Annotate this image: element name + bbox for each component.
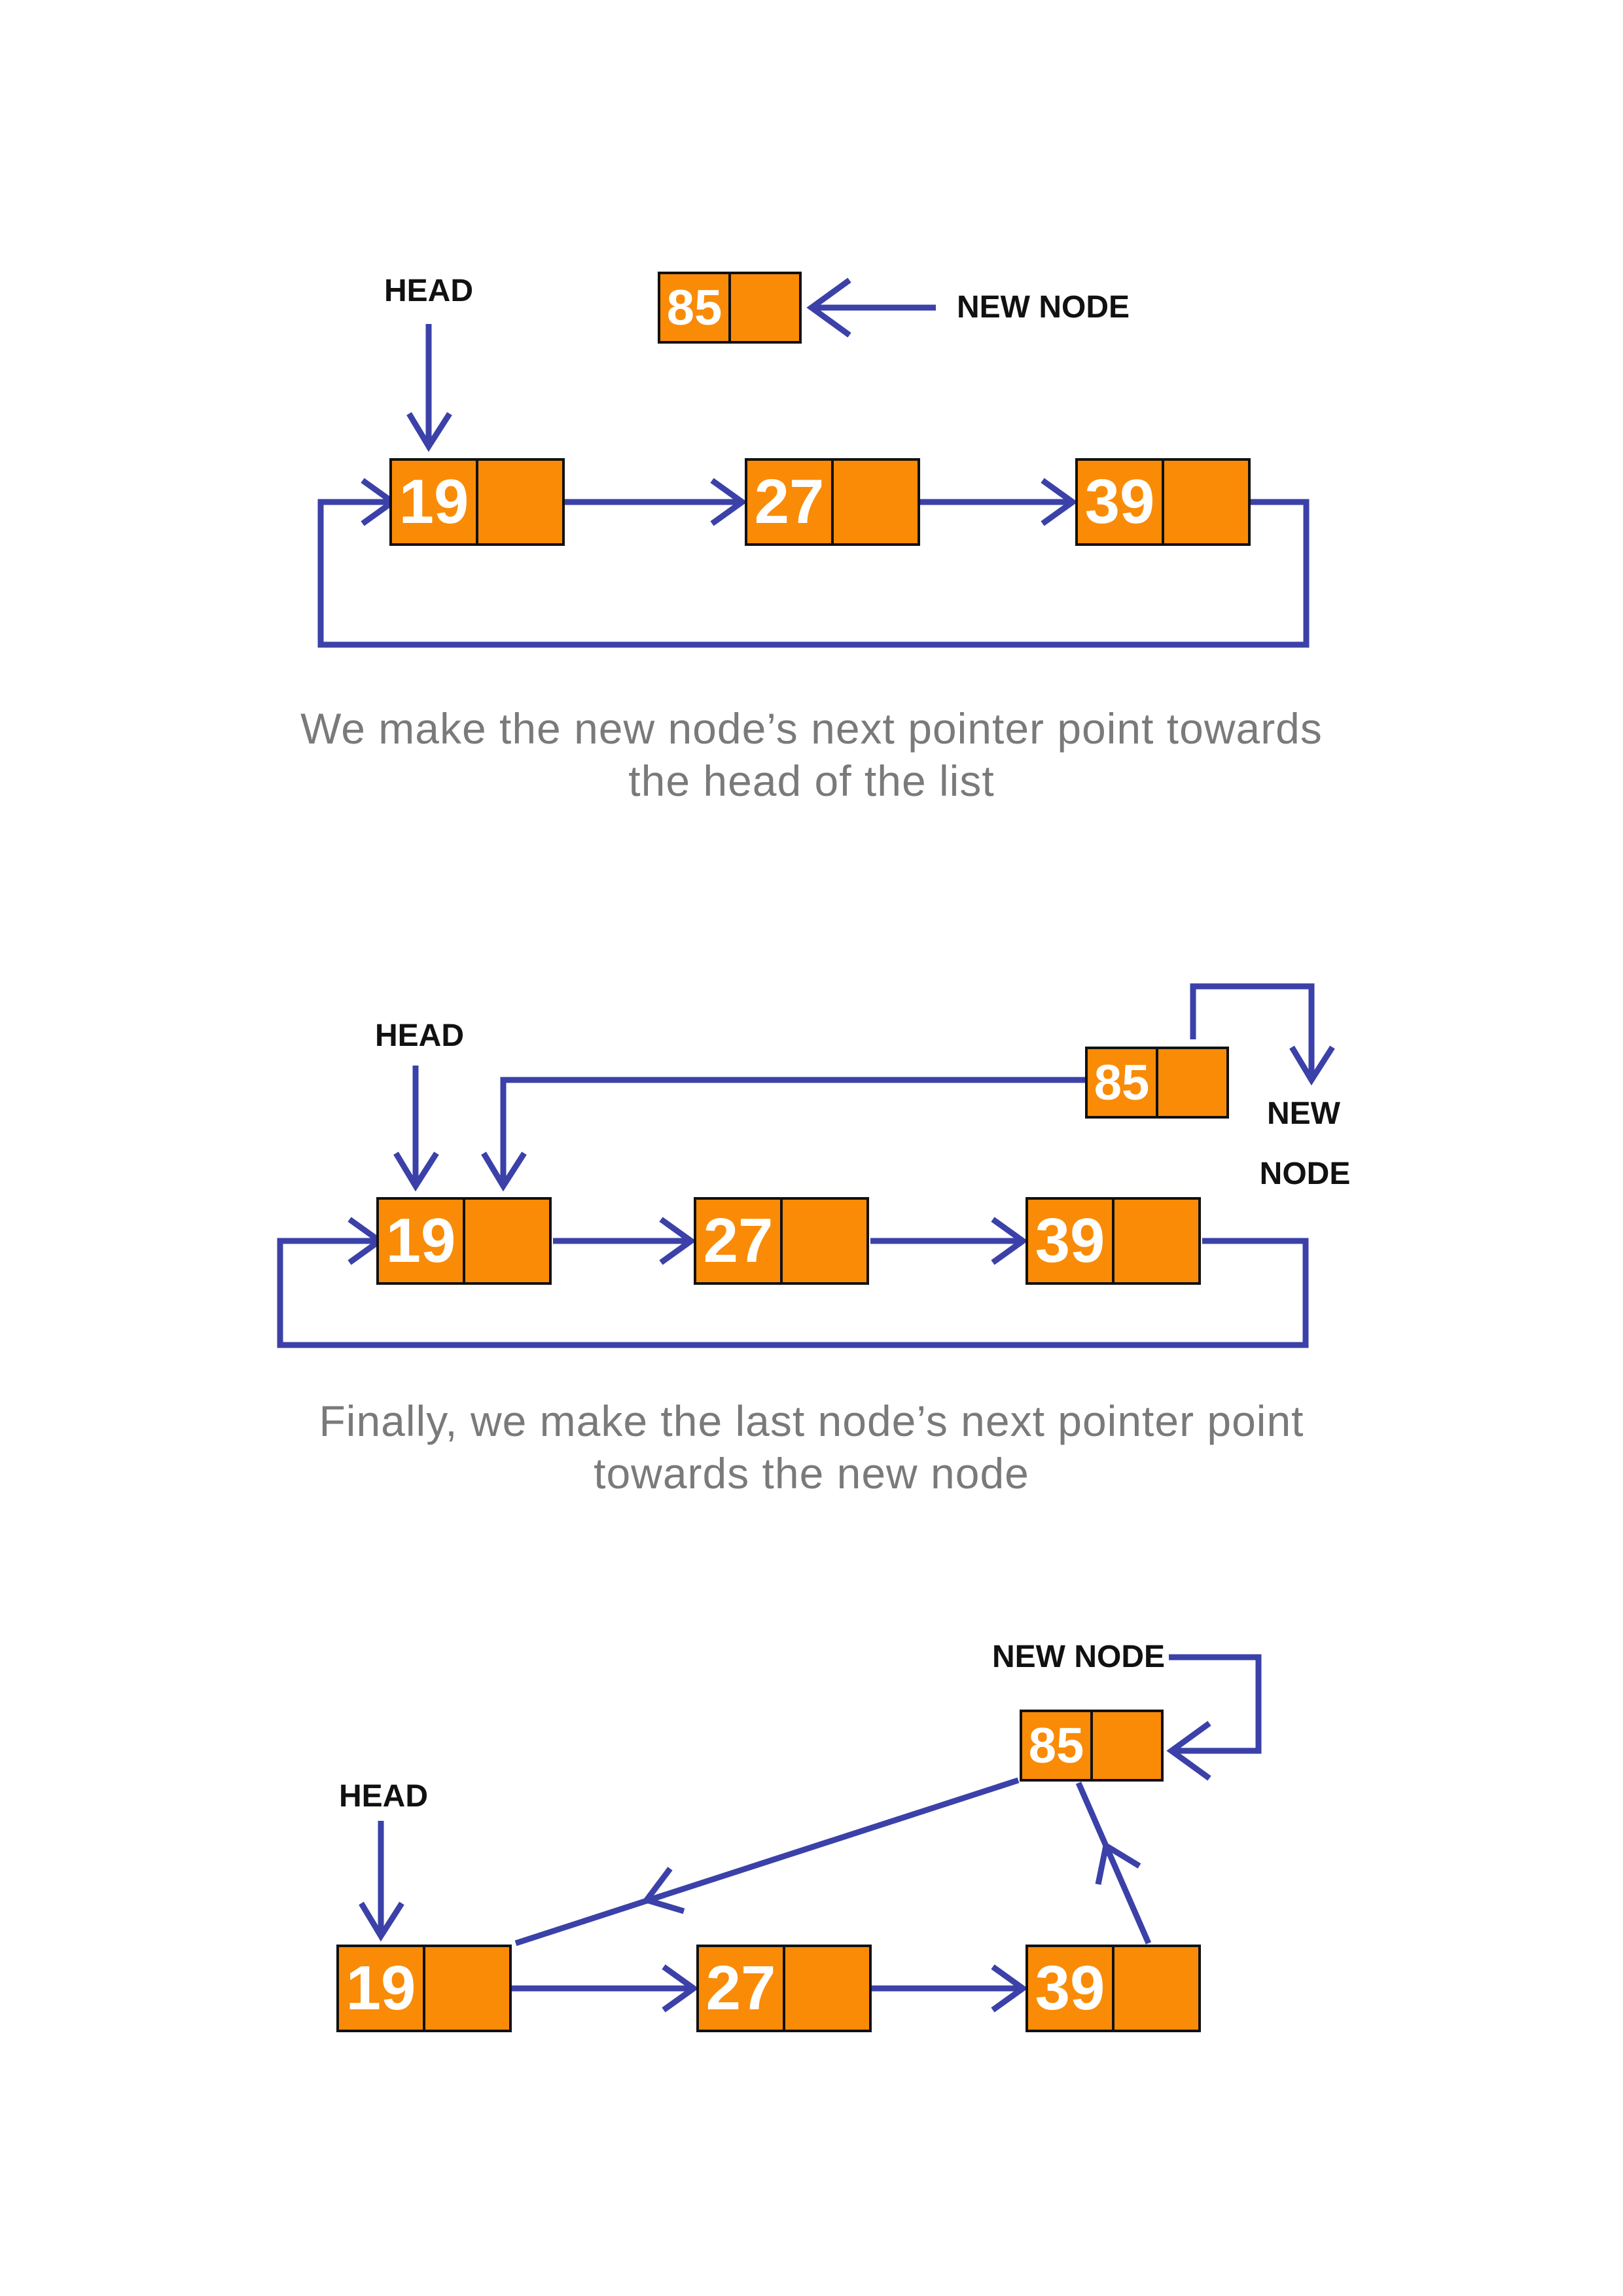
- step3-node-27-pointer-cell: [783, 1947, 869, 2030]
- step3-node-19: 19: [336, 1945, 512, 2032]
- step1-caption-line2: the head of the list: [628, 757, 995, 805]
- step2-node-27-pointer-cell: [780, 1200, 866, 1282]
- step2-node-27: 27: [694, 1197, 869, 1285]
- step3-arrow-39-to-85: [1075, 1782, 1152, 1945]
- step3-arrow-85-to-19: [514, 1777, 1020, 1946]
- step2-head-label: HEAD: [374, 1018, 464, 1053]
- step2-node-19-pointer-cell: [463, 1200, 549, 1282]
- step2-new-node-pointer-arrow: [1190, 983, 1335, 1086]
- step3-head-label: HEAD: [338, 1779, 428, 1814]
- step1-node-39: 39: [1075, 458, 1251, 546]
- step1-head-arrow: [406, 324, 452, 452]
- step2-arrow-19-to-27: [553, 1217, 696, 1265]
- step3-node-39: 39: [1026, 1945, 1201, 2032]
- step2-node-27-value: 27: [703, 1206, 774, 1276]
- step3-node-27: 27: [696, 1945, 872, 2032]
- step2-newnode-next-to-head-arrow: [481, 1077, 1085, 1192]
- step3-arrow-19-to-27: [512, 1964, 699, 2013]
- step1-new-node-85: 85: [658, 272, 802, 344]
- step1-node-19-value: 19: [399, 467, 469, 537]
- step1-caption-line1: We make the new node’s next pointer poin…: [300, 704, 1323, 753]
- step2-new-node-label-line2: NODE: [1259, 1157, 1351, 1191]
- step2-caption-line2: towards the new node: [594, 1449, 1029, 1498]
- step1-caption: We make the new node’s next pointer poin…: [0, 702, 1623, 807]
- step2-caption: Finally, we make the last node’s next po…: [0, 1395, 1623, 1499]
- step2-new-node-85: 85: [1085, 1047, 1229, 1119]
- step1-new-node-pointer-cell: [728, 274, 799, 341]
- step3-new-node-pointer-cell: [1090, 1712, 1161, 1779]
- step3-node-27-value: 27: [705, 1953, 776, 2023]
- step3-node-19-pointer-cell: [423, 1947, 509, 2030]
- step2-new-node-label-line1: NEW: [1267, 1096, 1340, 1131]
- step2-caption-line1: Finally, we make the last node’s next po…: [319, 1397, 1304, 1445]
- step3-new-node-label-connector: [1166, 1654, 1262, 1781]
- step1-new-node-arrow: [806, 278, 936, 338]
- step1-node-27-pointer-cell: [831, 461, 918, 543]
- step2-node-39-pointer-cell: [1112, 1200, 1198, 1282]
- step2-node-39: 39: [1026, 1197, 1201, 1285]
- step1-node-19-pointer-cell: [476, 461, 562, 543]
- step3-node-39-pointer-cell: [1112, 1947, 1198, 2030]
- step2-head-arrow: [393, 1066, 439, 1192]
- step3-head-arrow: [359, 1821, 404, 1942]
- step1-node-19: 19: [389, 458, 565, 546]
- step3-new-node-value: 85: [1028, 1717, 1084, 1774]
- step1-new-node-label: NEW NODE: [957, 290, 1130, 325]
- step1-node-27-value: 27: [754, 467, 825, 537]
- step3-arrow-27-to-39: [872, 1964, 1028, 2013]
- step2-arrow-27-to-39: [870, 1217, 1028, 1265]
- step1-arrow-19-to-27: [565, 478, 747, 526]
- step3-new-node-label: NEW NODE: [992, 1640, 1165, 1674]
- step1-node-39-value: 39: [1084, 467, 1155, 537]
- step3-new-node-85: 85: [1020, 1710, 1164, 1782]
- step2-new-node-pointer-cell: [1156, 1049, 1226, 1116]
- step2-node-19: 19: [376, 1197, 552, 1285]
- step3-node-19-value: 19: [346, 1953, 416, 2023]
- step1-new-node-value: 85: [666, 279, 722, 336]
- step2-node-39-value: 39: [1035, 1206, 1105, 1276]
- step1-node-27: 27: [745, 458, 920, 546]
- step1-head-label: HEAD: [383, 274, 473, 308]
- step1-arrow-27-to-39: [920, 478, 1078, 526]
- step1-node-39-pointer-cell: [1162, 461, 1248, 543]
- step3-node-39-value: 39: [1035, 1953, 1105, 2023]
- step2-node-19-value: 19: [385, 1206, 456, 1276]
- step2-new-node-value: 85: [1094, 1054, 1150, 1111]
